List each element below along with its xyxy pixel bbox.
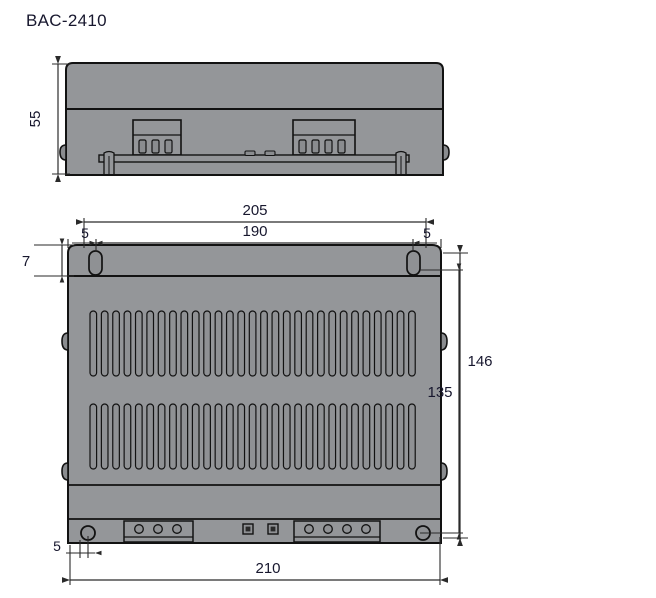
- side-view-right-tab: [442, 144, 450, 161]
- vent-slot: [169, 310, 177, 377]
- plan-view-body: [67, 244, 442, 544]
- vent-slot: [373, 403, 382, 470]
- dimension-width-205: 205: [76, 202, 434, 248]
- vent-slot: [191, 310, 200, 377]
- side-view-center-bump-left: [244, 150, 256, 157]
- vent-slot: [134, 310, 143, 377]
- vent-slot: [214, 403, 223, 470]
- vent-slot: [305, 403, 314, 470]
- dim-label-7: 7: [22, 253, 30, 270]
- vent-slot: [180, 403, 189, 470]
- dimension-offset-bottom-5: 5: [53, 536, 102, 558]
- vent-slot: [89, 310, 98, 377]
- vent-slot: [169, 403, 177, 470]
- vent-slot: [362, 310, 371, 377]
- plan-view-left-tab-lower: [61, 462, 69, 481]
- vent-slot: [385, 310, 394, 377]
- vent-slot: [180, 310, 189, 377]
- side-view-base-rail: [98, 150, 410, 176]
- dim-label-bottom-5: 5: [53, 538, 61, 554]
- plan-view-vent-row-bottom: [89, 403, 416, 470]
- vent-slot: [385, 403, 394, 470]
- plan-view-left-tab-upper: [61, 332, 69, 351]
- vent-slot: [157, 403, 166, 470]
- side-elevation-view: [59, 62, 450, 176]
- side-view-center-bump-right: [264, 150, 276, 157]
- vent-slot: [408, 403, 416, 470]
- vent-slot: [123, 403, 132, 470]
- side-view-left-tab: [59, 144, 67, 161]
- vent-slot: [316, 310, 325, 377]
- vent-slot: [123, 310, 132, 377]
- vent-slot: [225, 310, 234, 377]
- dimension-width-210: 210: [62, 537, 448, 585]
- vent-slot: [203, 403, 211, 470]
- vent-slot: [271, 403, 280, 470]
- vent-slot: [100, 403, 109, 470]
- dimension-height-55: 55: [27, 56, 70, 182]
- vent-slot: [146, 403, 155, 470]
- vent-slot: [373, 310, 382, 377]
- vent-slot: [134, 403, 143, 470]
- side-view-right-connector: [292, 119, 356, 156]
- dim-label-146: 146: [467, 353, 492, 370]
- plan-view-right-tab-lower: [440, 462, 448, 481]
- vent-slot: [191, 403, 200, 470]
- vent-slot: [408, 310, 416, 377]
- vent-slot: [237, 310, 246, 377]
- vent-slot: [112, 403, 120, 470]
- vent-slot: [339, 310, 348, 377]
- plan-view-center-screws: [242, 523, 279, 535]
- dimension-offset-top-left-5: 5: [67, 225, 103, 248]
- vent-slot: [157, 310, 166, 377]
- plan-view-terminal-block-right: [293, 520, 381, 543]
- plan-view-mounting-slot-left: [88, 250, 103, 276]
- vent-slot: [100, 310, 109, 377]
- dim-label-190: 190: [242, 223, 267, 240]
- vent-slot: [203, 310, 211, 377]
- vent-slot: [351, 310, 359, 377]
- vent-slot: [214, 310, 223, 377]
- vent-slot: [305, 310, 314, 377]
- vent-slot: [339, 403, 348, 470]
- vent-slot: [282, 310, 291, 377]
- vent-slot: [112, 310, 120, 377]
- dim-label-135: 135: [427, 384, 452, 401]
- vent-slot: [248, 310, 257, 377]
- vent-slot: [271, 310, 280, 377]
- plan-view-terminal-block-left: [123, 520, 194, 543]
- vent-slot: [225, 403, 234, 470]
- plan-view-vent-row-top: [89, 310, 416, 377]
- vent-slot: [248, 403, 257, 470]
- dim-label-55: 55: [27, 111, 44, 128]
- dim-label-210: 210: [255, 560, 280, 577]
- vent-slot: [316, 403, 325, 470]
- vent-slot: [396, 310, 405, 377]
- dim-label-top-right-5: 5: [423, 225, 431, 241]
- vent-slot: [328, 310, 337, 377]
- vent-slot: [294, 403, 303, 470]
- vent-slot: [362, 403, 371, 470]
- side-view-left-connector: [132, 119, 182, 156]
- vent-slot: [89, 403, 98, 470]
- dim-label-top-left-5: 5: [81, 225, 89, 241]
- plan-view-terminal-strip: [80, 520, 431, 543]
- vent-slot: [294, 310, 303, 377]
- dimension-height-135: 135: [420, 263, 463, 540]
- vent-slot: [237, 403, 246, 470]
- plan-front-view: [61, 244, 448, 544]
- vent-slot: [282, 403, 291, 470]
- plan-view-right-tab-upper: [440, 332, 448, 351]
- vent-slot: [328, 403, 337, 470]
- plan-view-mounting-slot-right: [406, 250, 421, 276]
- vent-slot: [260, 403, 268, 470]
- dim-label-205: 205: [242, 202, 267, 219]
- vent-slot: [351, 403, 359, 470]
- dimension-inset-7: 7: [22, 238, 74, 283]
- vent-slot: [146, 310, 155, 377]
- page-title: BAC-2410: [26, 11, 107, 30]
- dimension-offset-top-right-5: 5: [413, 225, 442, 248]
- vent-slot: [260, 310, 268, 377]
- vent-slot: [396, 403, 405, 470]
